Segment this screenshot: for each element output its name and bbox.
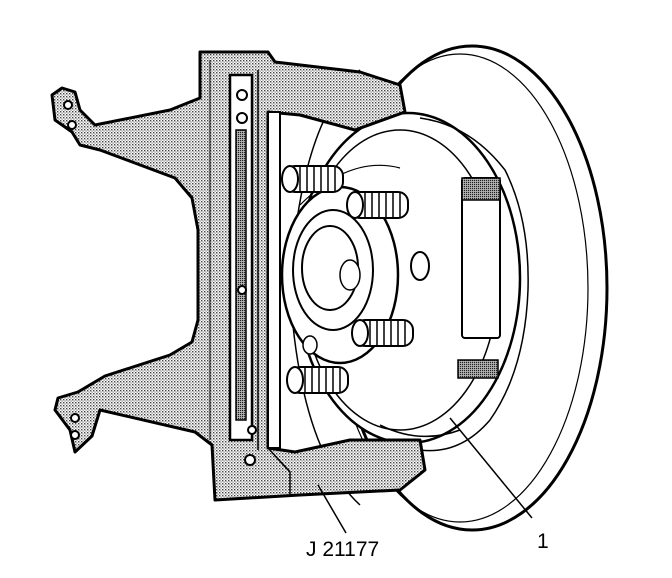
wheel-stud [346, 191, 409, 219]
wheel-stud [281, 165, 344, 193]
wheel-stud [286, 366, 349, 394]
wheel-stud [351, 319, 414, 347]
callout-tool-number: J 21177 [306, 538, 380, 561]
leader-line-part-1 [449, 417, 533, 519]
holding-fixture-tool [50, 50, 427, 502]
leader-line-tool [317, 484, 347, 534]
callout-part-1: 1 [537, 530, 549, 553]
